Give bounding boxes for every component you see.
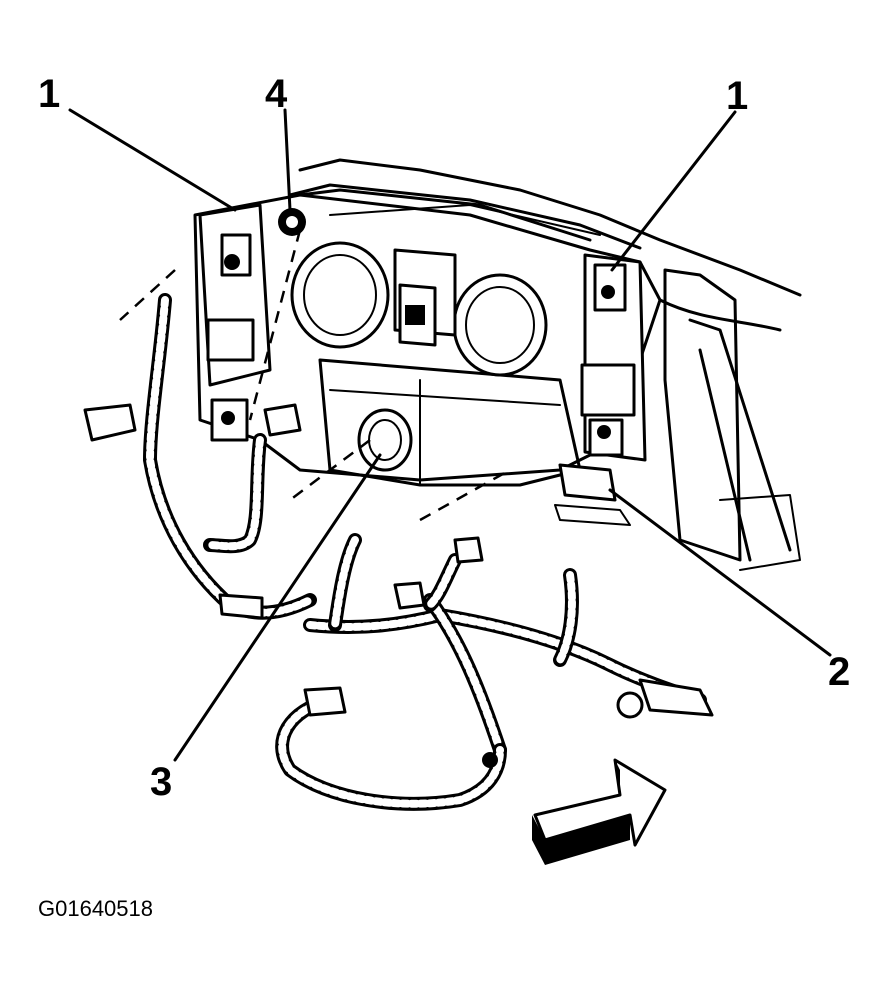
round-vent-right bbox=[452, 273, 548, 377]
leader-lines bbox=[68, 108, 832, 762]
grommet bbox=[357, 408, 413, 472]
fastener bbox=[278, 208, 306, 236]
callout-1-left: 1 bbox=[38, 72, 61, 116]
round-vent-left bbox=[290, 241, 390, 349]
dashed-leaders bbox=[119, 229, 511, 522]
connector-2 bbox=[554, 463, 631, 526]
harness-connectors bbox=[83, 403, 714, 768]
figure-code: G01640518 bbox=[38, 896, 153, 921]
left-module-bracket bbox=[198, 203, 272, 442]
callout-4: 4 bbox=[265, 72, 288, 116]
callout-3: 3 bbox=[150, 760, 173, 804]
center-switch bbox=[393, 248, 457, 347]
callout-1-right: 1 bbox=[726, 74, 749, 118]
callout-2: 2 bbox=[828, 650, 851, 694]
right-side-structure bbox=[658, 268, 801, 571]
right-module-bracket bbox=[580, 253, 647, 462]
